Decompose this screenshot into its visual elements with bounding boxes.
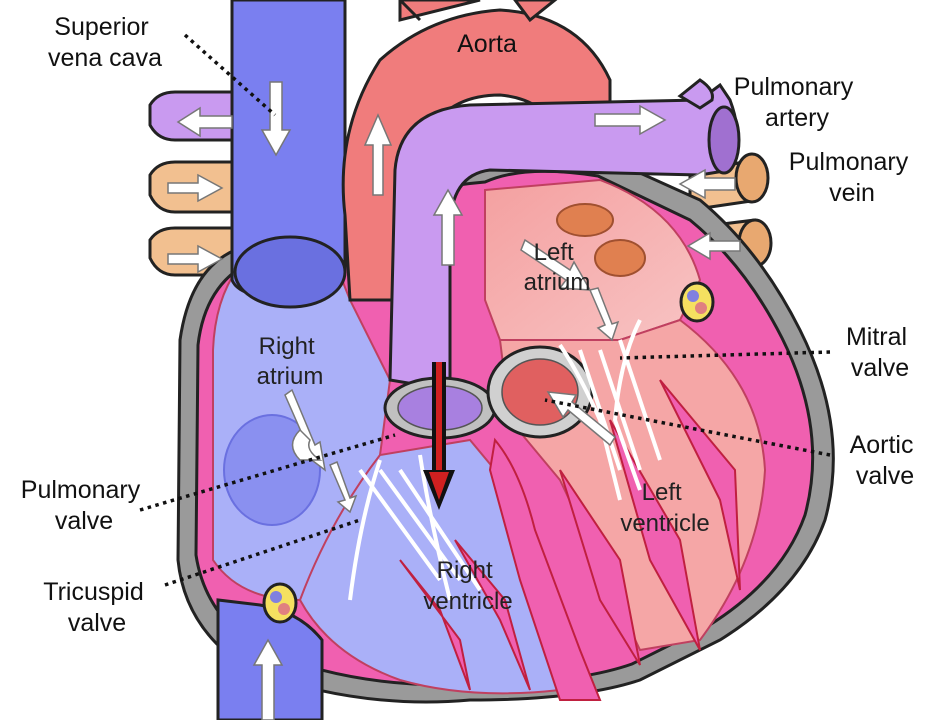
- left-atrium-veins: [556, 203, 646, 277]
- label-left-ventricle: Left ventricle: [620, 479, 709, 537]
- label-aorta: Aorta: [457, 30, 517, 58]
- pulmonary-flow-arrow: [423, 362, 455, 510]
- label-tricuspid-valve: Tricuspid valve: [43, 578, 150, 637]
- label-left-atrium: Left atrium: [524, 239, 591, 296]
- flow-arrows: [167, 81, 741, 720]
- pulmonary-artery-end: [707, 105, 741, 175]
- label-right-atrium: Right atrium: [257, 333, 324, 390]
- label-superior-vena-cava: Superior vena cava: [48, 13, 162, 72]
- label-right-ventricle: Right ventricle: [423, 557, 512, 615]
- septum: [488, 437, 602, 701]
- trabeculae: [399, 379, 741, 691]
- label-pulmonary-valve: Pulmonary valve: [21, 476, 147, 535]
- valve-leaflets: [348, 319, 662, 601]
- label-aortic-valve: Aortic valve: [850, 431, 921, 490]
- aortic-valve-ring: [486, 345, 594, 439]
- coronary-vessels: [262, 281, 715, 624]
- leader-lines: [139, 33, 831, 587]
- label-mitral-valve: Mitral valve: [846, 323, 914, 382]
- label-pulmonary-artery: Pulmonary artery: [734, 73, 860, 132]
- svc-opening: [233, 235, 347, 309]
- label-pulmonary-vein: Pulmonary vein: [789, 148, 915, 207]
